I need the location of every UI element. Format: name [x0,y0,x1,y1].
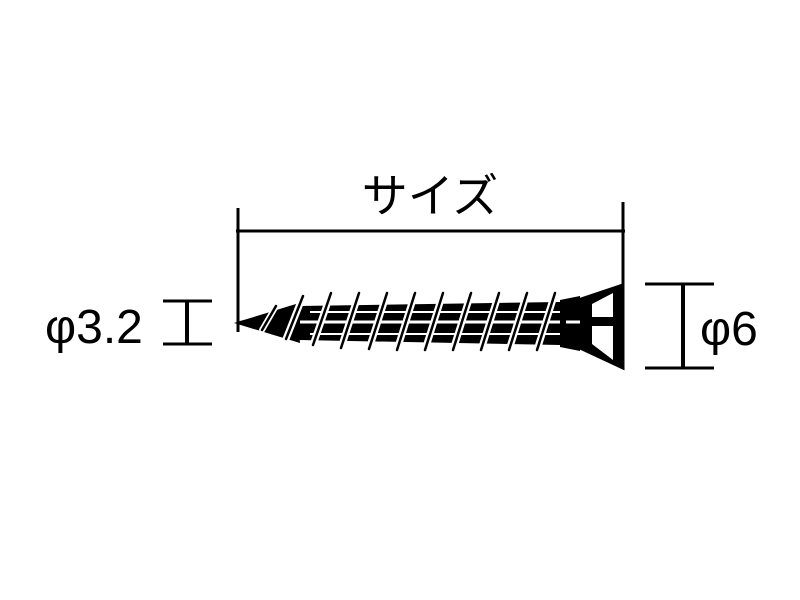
head-diameter-label: φ6 [700,303,758,356]
screw-threads [259,289,559,354]
head-diameter-marker [645,282,714,370]
screw-head-drive-recess [588,317,620,326]
shank-diameter-label: φ3.2 [45,301,143,354]
shank-diameter-marker [163,299,212,346]
overall-length-dimension [236,202,625,332]
size-label: サイズ [362,170,499,222]
screw-head-cone-interior [592,293,613,360]
screw-illustration [234,282,625,371]
